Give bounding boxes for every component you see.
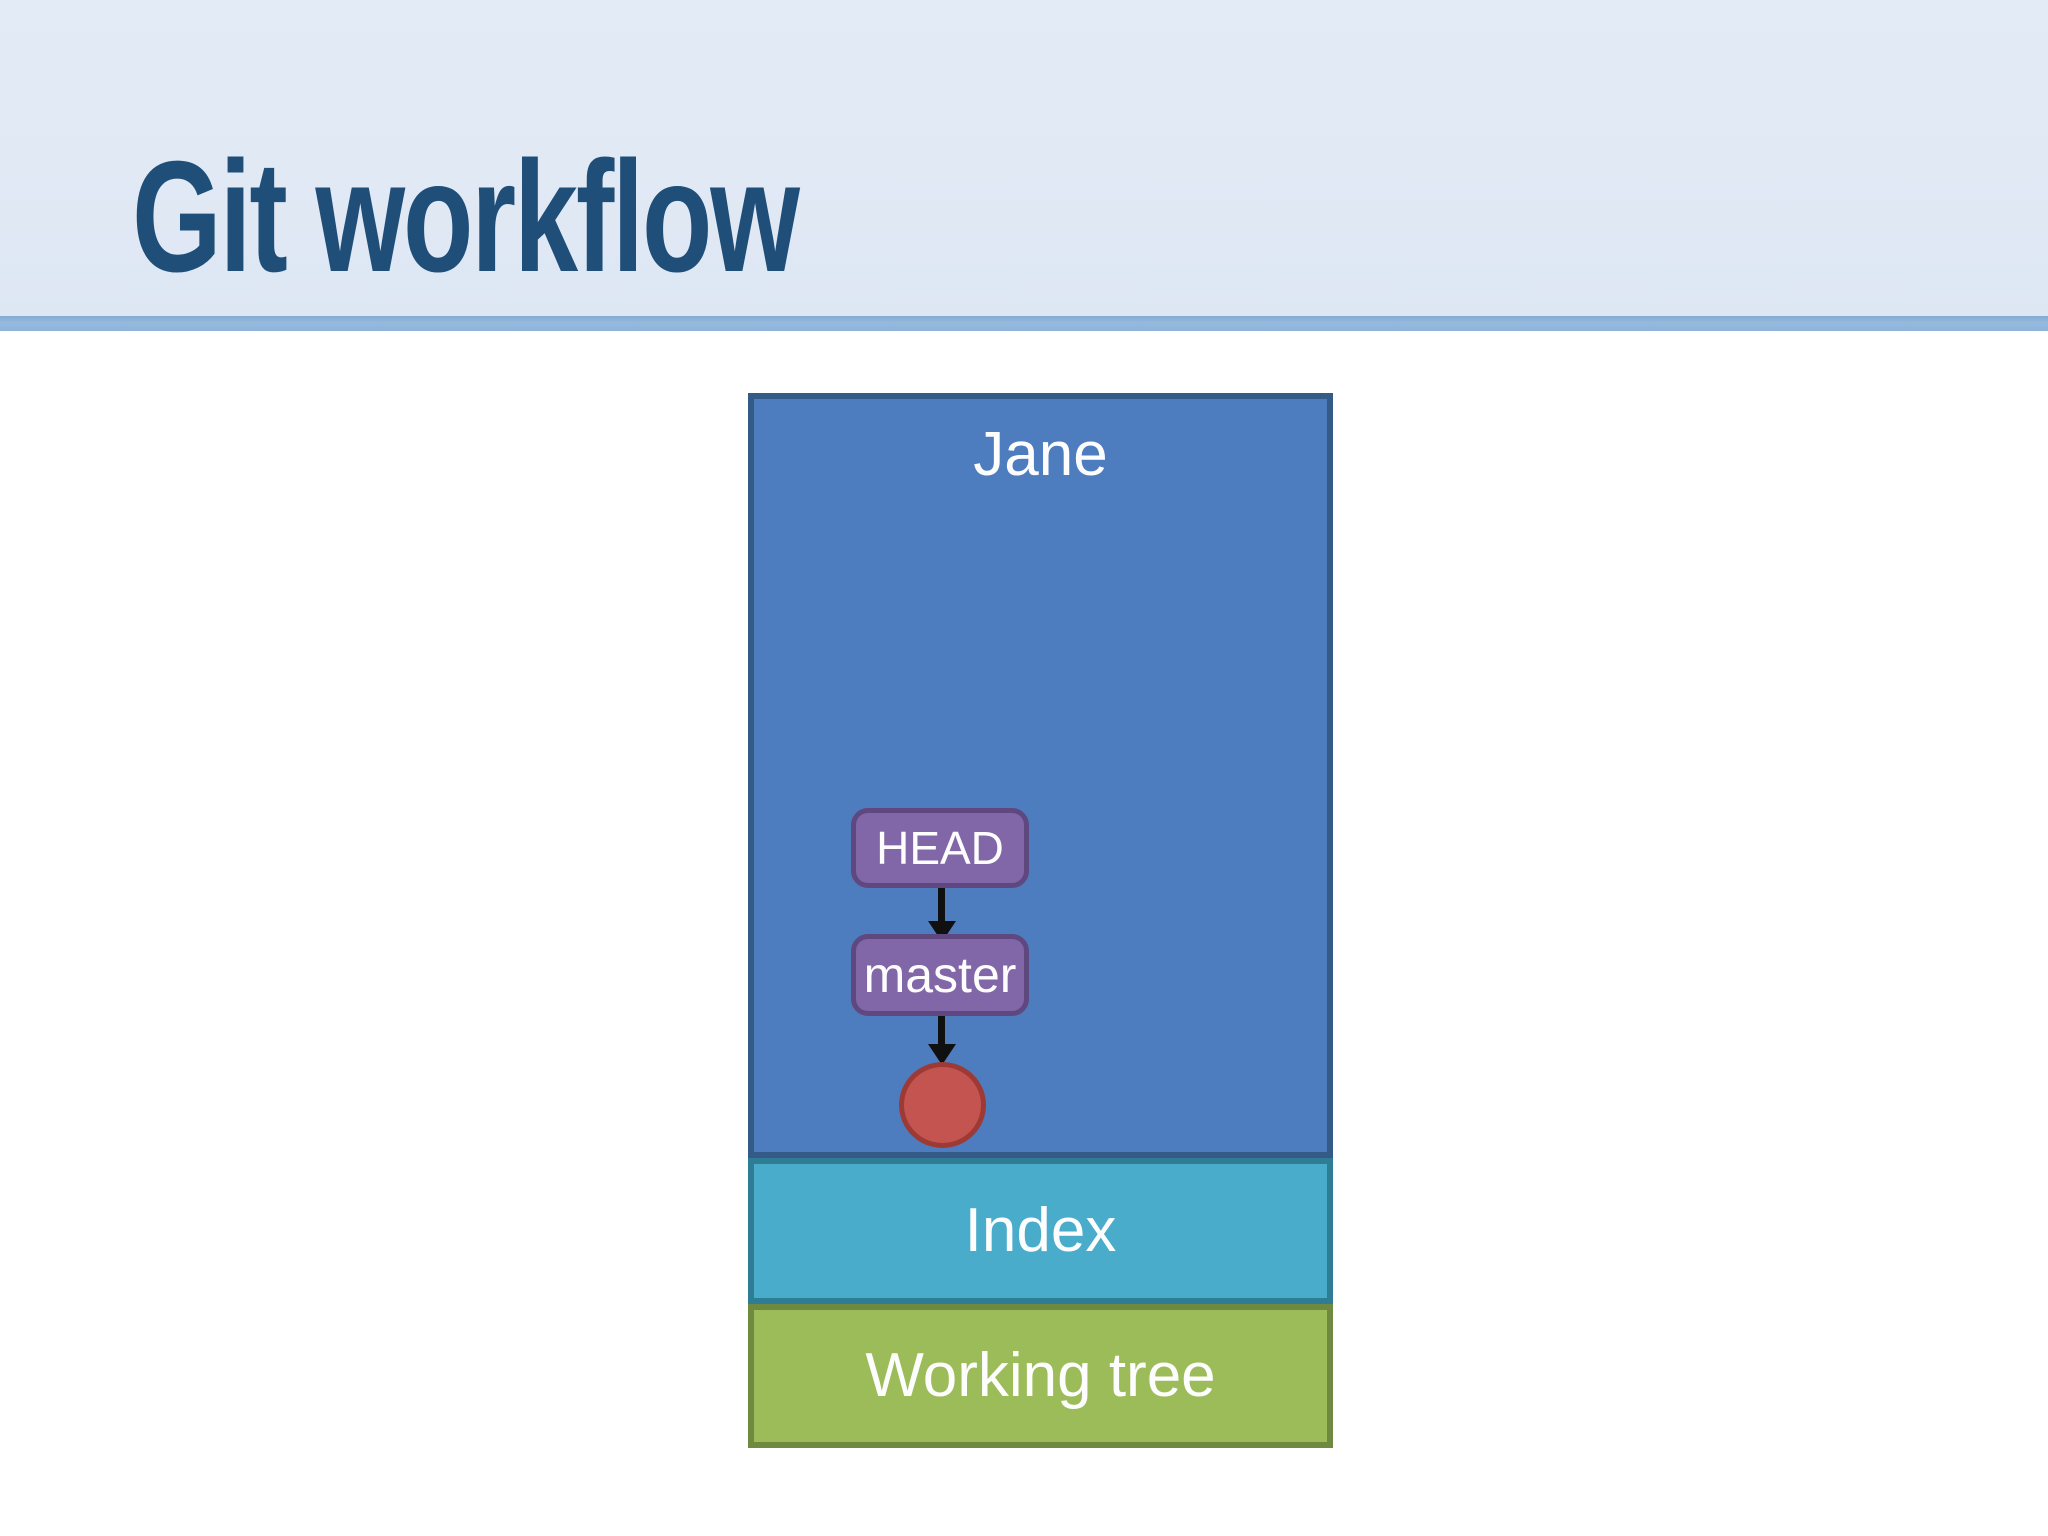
commit-node <box>899 1062 986 1148</box>
arrow-down-icon <box>928 1044 956 1065</box>
header-accent-bar <box>0 316 2048 331</box>
master-ref-label: master <box>863 947 1017 1003</box>
index-section: Index <box>748 1158 1333 1304</box>
working-tree-label: Working tree <box>865 1341 1216 1411</box>
head-ref-box: HEAD <box>851 808 1029 888</box>
git-workflow-diagram: Jane HEAD master Index Working tree <box>748 393 1333 1448</box>
arrow-down-icon <box>938 1016 945 1044</box>
master-ref-box: master <box>851 934 1029 1016</box>
repository-label: Jane <box>973 420 1108 489</box>
working-tree-section: Working tree <box>748 1304 1333 1448</box>
repository-section: Jane HEAD master <box>748 393 1333 1158</box>
head-ref-label: HEAD <box>876 822 1004 874</box>
arrow-down-icon <box>938 888 945 921</box>
slide-title: Git workflow <box>132 129 800 305</box>
slide-header: Git workflow <box>0 0 2048 316</box>
index-label: Index <box>964 1196 1117 1266</box>
